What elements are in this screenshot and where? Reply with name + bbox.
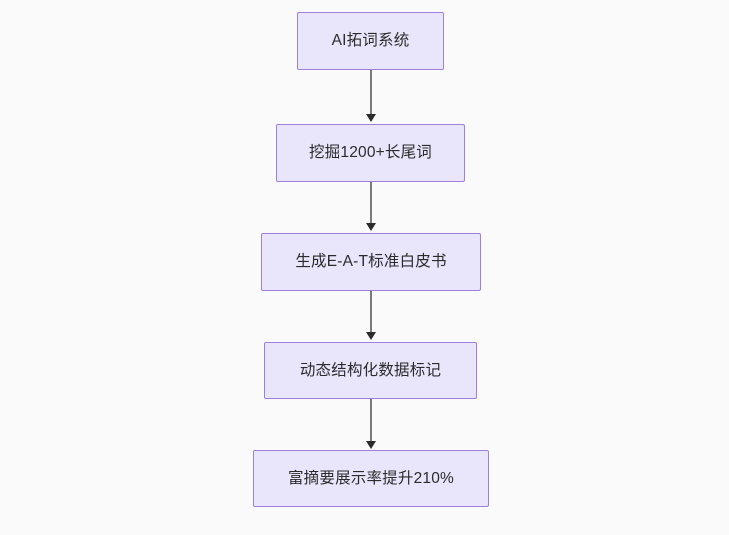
flowchart-node-label: 挖掘1200+长尾词 (308, 144, 433, 162)
flowchart-edge-n1-n2 (370, 70, 372, 116)
flowchart-edge-n4-n5 (370, 399, 372, 442)
flowchart-node-label: 生成E-A-T标准白皮书 (295, 253, 447, 271)
flowchart-node-label: 富摘要展示率提升210% (287, 469, 455, 487)
flowchart-arrowhead-n3-n4 (365, 332, 376, 340)
flowchart-node-n5[interactable]: 富摘要展示率提升210% (253, 450, 489, 507)
flowchart-node-n2[interactable]: 挖掘1200+长尾词 (276, 124, 465, 182)
flowchart-arrowhead-n4-n5 (365, 441, 376, 449)
flowchart-arrowhead-n1-n2 (365, 114, 376, 122)
flowchart-node-n4[interactable]: 动态结构化数据标记 (264, 342, 477, 399)
flowchart-node-n3[interactable]: 生成E-A-T标准白皮书 (261, 233, 481, 291)
flowchart-node-label: 动态结构化数据标记 (299, 361, 442, 379)
flowchart-node-n1[interactable]: AI拓词系统 (297, 12, 444, 70)
flowchart-node-label: AI拓词系统 (331, 32, 410, 50)
flowchart-edge-n2-n3 (370, 182, 372, 225)
flowchart-arrowhead-n2-n3 (365, 223, 376, 231)
flowchart-edge-n3-n4 (370, 291, 372, 334)
